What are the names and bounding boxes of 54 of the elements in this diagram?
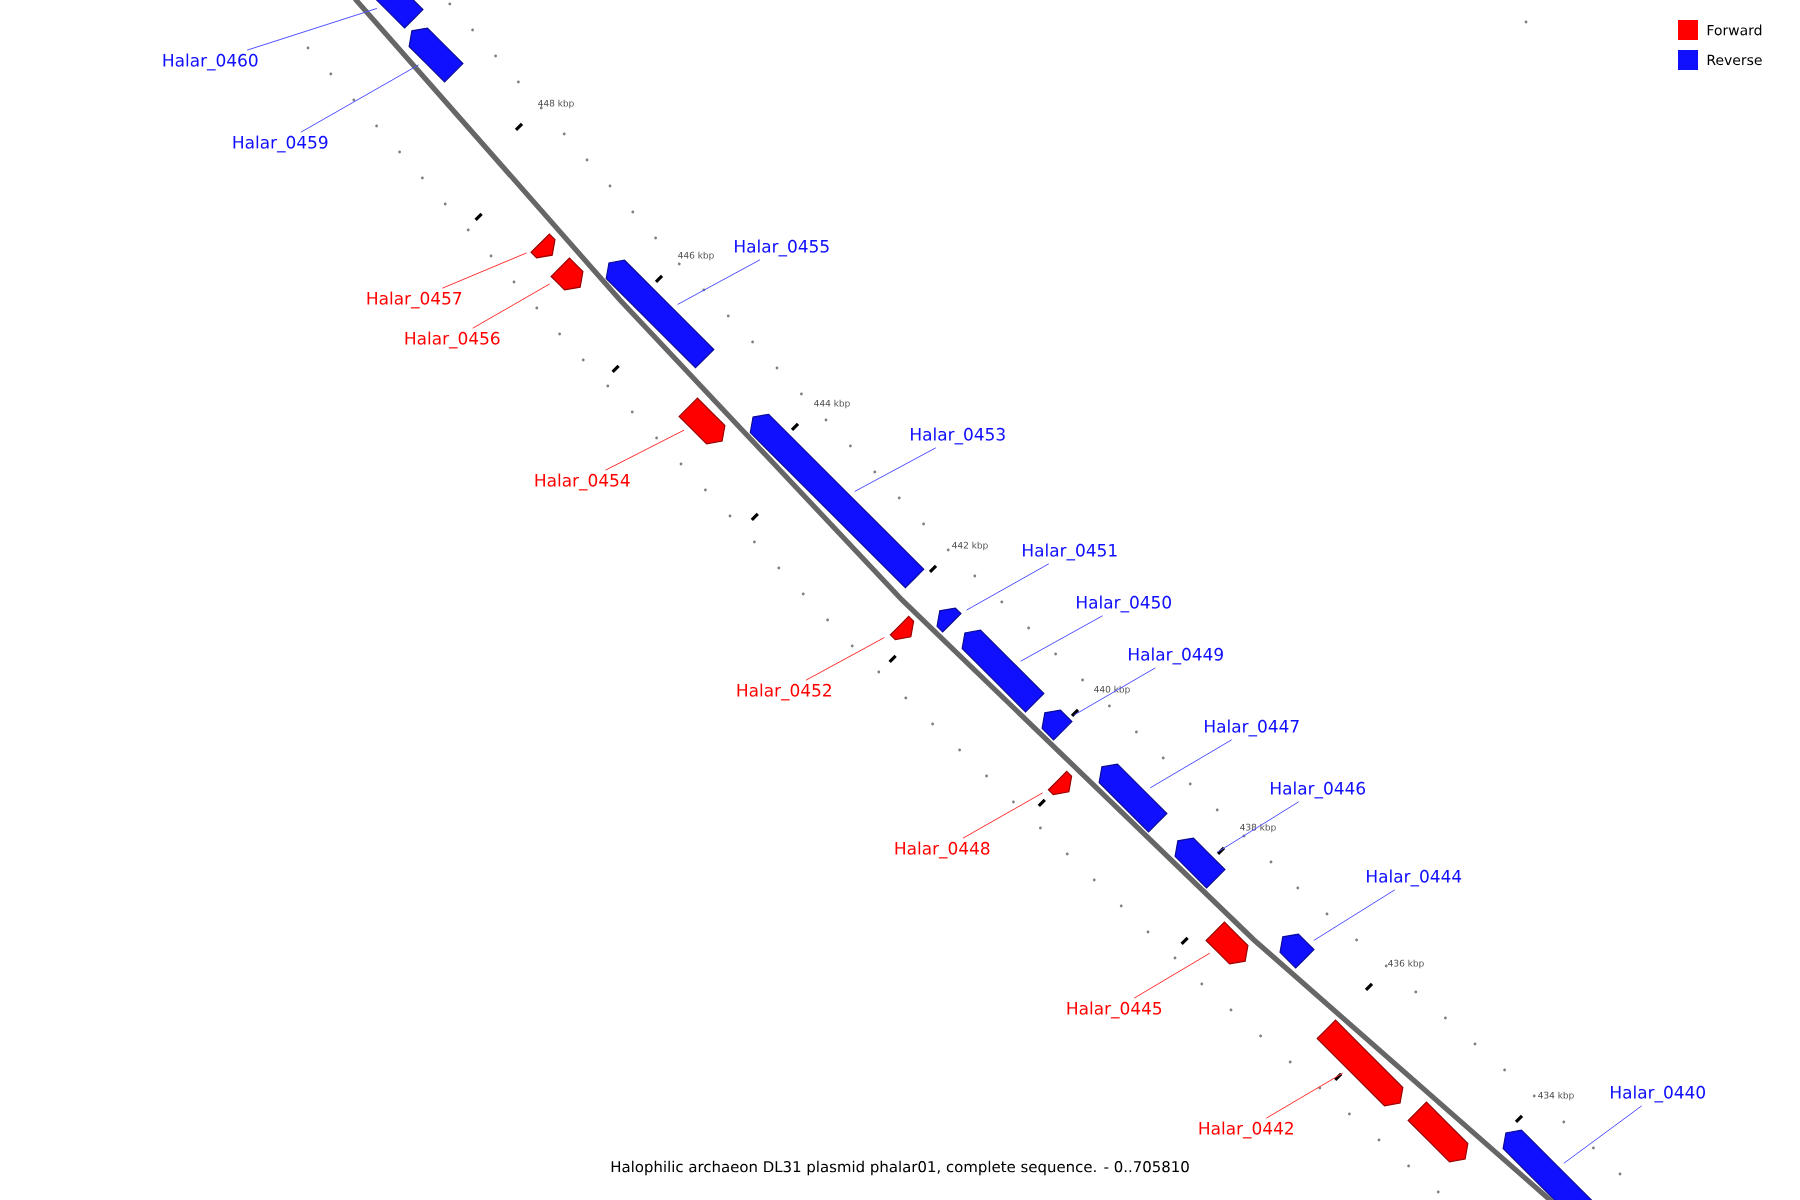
gene-block <box>1047 770 1073 796</box>
gene-label: Halar_0459 <box>233 135 328 153</box>
gene-label: Halar_0455 <box>735 239 829 257</box>
leader-line <box>1133 952 1211 999</box>
leader-line <box>1149 739 1233 789</box>
gene-block <box>1502 1129 1594 1200</box>
gene-block <box>370 0 424 29</box>
leader-line <box>805 637 885 681</box>
gene-block <box>1041 709 1073 741</box>
gene-block <box>1098 763 1168 833</box>
gene-block <box>408 27 464 83</box>
leader-line <box>1020 615 1103 662</box>
leader-line <box>1073 667 1156 716</box>
leader-line <box>677 259 761 305</box>
gene-label: Halar_0456 <box>405 331 500 349</box>
leader-line <box>246 8 378 51</box>
gene-block <box>678 397 726 445</box>
gene-label: Halar_0440 <box>1611 1085 1705 1103</box>
gene-block <box>889 615 915 641</box>
gene-label: Halar_0460 <box>163 53 258 71</box>
leader-line <box>1563 1105 1643 1164</box>
gene-label: Halar_0448 <box>895 841 990 859</box>
gene-block <box>530 233 556 259</box>
leader-line <box>1313 889 1396 941</box>
gene-label: Halar_0442 <box>1199 1121 1293 1139</box>
leader-line <box>854 447 937 492</box>
gene-label: Halar_0444 <box>1367 869 1462 887</box>
gene-block <box>936 607 962 633</box>
gene-label: Halar_0450 <box>1077 595 1171 613</box>
gene-block <box>1174 837 1226 889</box>
gene-block <box>1279 933 1315 969</box>
gene-block <box>1205 921 1249 965</box>
gene-label: Halar_0447 <box>1205 719 1299 737</box>
leader-line <box>472 283 551 329</box>
leader-line <box>604 429 685 471</box>
leader-line <box>1265 1072 1344 1119</box>
leader-line <box>966 563 1050 611</box>
gene-label: Halar_0454 <box>535 473 630 491</box>
gene-label: Halar_0453 <box>911 427 1005 445</box>
leader-line <box>962 792 1044 839</box>
gene-block <box>961 629 1045 713</box>
leader-line <box>300 64 420 133</box>
gene-block <box>1407 1101 1469 1163</box>
gene-label: Halar_0449 <box>1129 647 1223 665</box>
gene-label: Halar_0446 <box>1271 781 1366 799</box>
gene-label: Halar_0451 <box>1023 543 1117 561</box>
gene-label: Halar_0445 <box>1067 1001 1162 1019</box>
gene-label: Halar_0452 <box>737 683 831 701</box>
gene-block <box>605 259 715 369</box>
leader-line <box>441 252 527 289</box>
gene-label: Halar_0457 <box>367 291 462 309</box>
gene-block <box>1316 1019 1404 1107</box>
leader-line <box>1216 801 1300 853</box>
gene-block <box>550 257 584 291</box>
